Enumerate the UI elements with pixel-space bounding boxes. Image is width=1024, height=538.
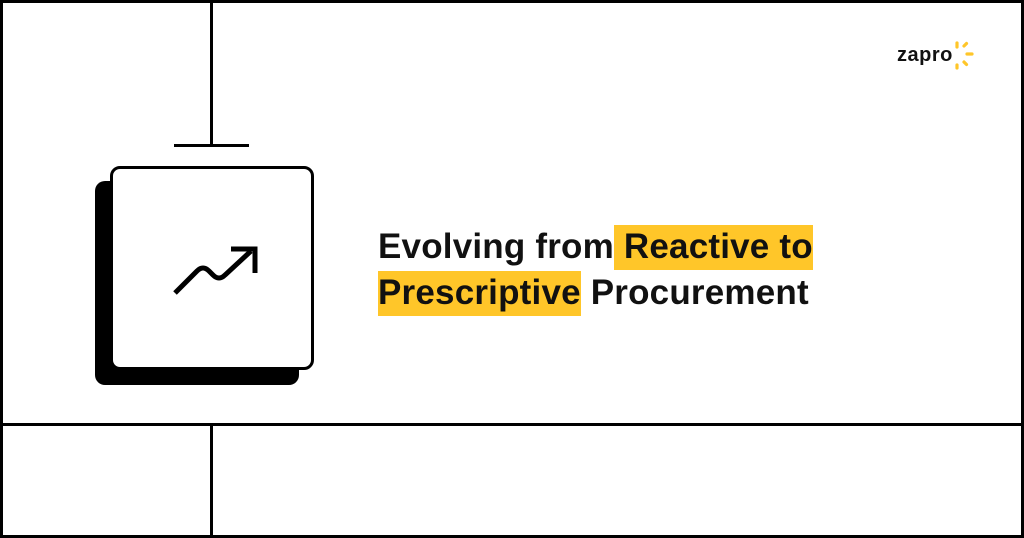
- logo-text: zapro: [897, 43, 953, 66]
- sun-rays-icon: [955, 41, 974, 70]
- hanger-bar: [174, 144, 249, 147]
- horizontal-divider: [0, 423, 1024, 426]
- vertical-line-bottom: [210, 424, 213, 538]
- headline-text-plain: Evolving from: [378, 227, 614, 266]
- headline-line-1: Evolving from Reactive to: [378, 224, 813, 270]
- icon-card: [110, 166, 314, 370]
- zapro-logo[interactable]: zapro: [897, 40, 975, 70]
- trending-up-icon: [173, 246, 258, 295]
- headline-text-plain: Procurement: [580, 273, 809, 312]
- headline: Evolving from Reactive to Prescriptive P…: [378, 224, 813, 316]
- headline-line-2: Prescriptive Procurement: [378, 270, 813, 316]
- vertical-line-top: [210, 0, 213, 146]
- headline-highlight: Reactive to: [613, 225, 813, 270]
- headline-highlight: Prescriptive: [378, 271, 581, 316]
